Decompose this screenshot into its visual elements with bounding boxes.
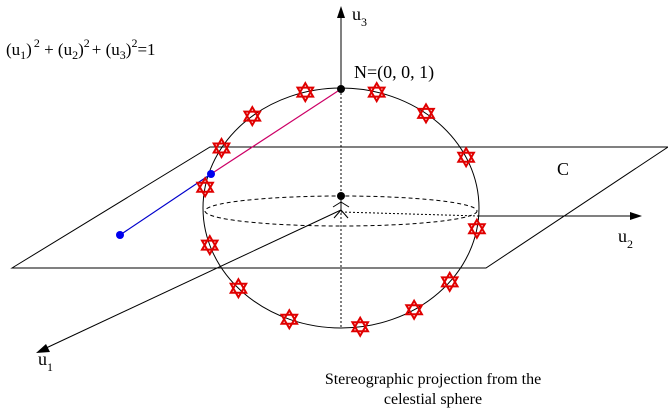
plane-c (10, 146, 668, 269)
star-marker (228, 277, 248, 300)
star-marker (456, 146, 476, 169)
u2-arrowhead (630, 212, 642, 220)
u2-axis-dotted (340, 211, 480, 217)
observer-figure (332, 192, 350, 219)
star-marker (279, 308, 299, 331)
star-marker (211, 137, 232, 159)
north-pole-point (337, 85, 345, 93)
u1-label: u1 (38, 349, 53, 374)
star-marker (440, 270, 460, 293)
caption-line-2: celestial sphere (384, 391, 482, 408)
projection-line-lower (119, 173, 212, 236)
u2-label: u2 (618, 226, 633, 251)
u3-label: u3 (352, 4, 367, 29)
star-marker (350, 315, 370, 338)
sphere-point (207, 170, 215, 178)
caption-line-1: Stereographic projection from the (325, 371, 541, 388)
sphere-equation: (u1)2 + (u2)2+ (u3)2=1 (6, 36, 156, 62)
star-marker (295, 81, 315, 104)
star-marker (416, 102, 436, 125)
north-pole-label: N=(0, 0, 1) (354, 62, 434, 83)
star-marker (242, 105, 262, 128)
star-marker (195, 176, 215, 199)
star-marker (367, 81, 387, 104)
projection-line-upper (210, 88, 342, 175)
star-marker (404, 298, 424, 321)
plane-point (116, 231, 124, 239)
plane-label: C (557, 159, 569, 179)
stars (195, 81, 487, 338)
u1-arrowhead (36, 344, 50, 353)
u3-arrowhead (337, 6, 345, 18)
star-marker (200, 234, 220, 257)
u1-axis (43, 209, 342, 350)
star-marker (467, 217, 487, 240)
